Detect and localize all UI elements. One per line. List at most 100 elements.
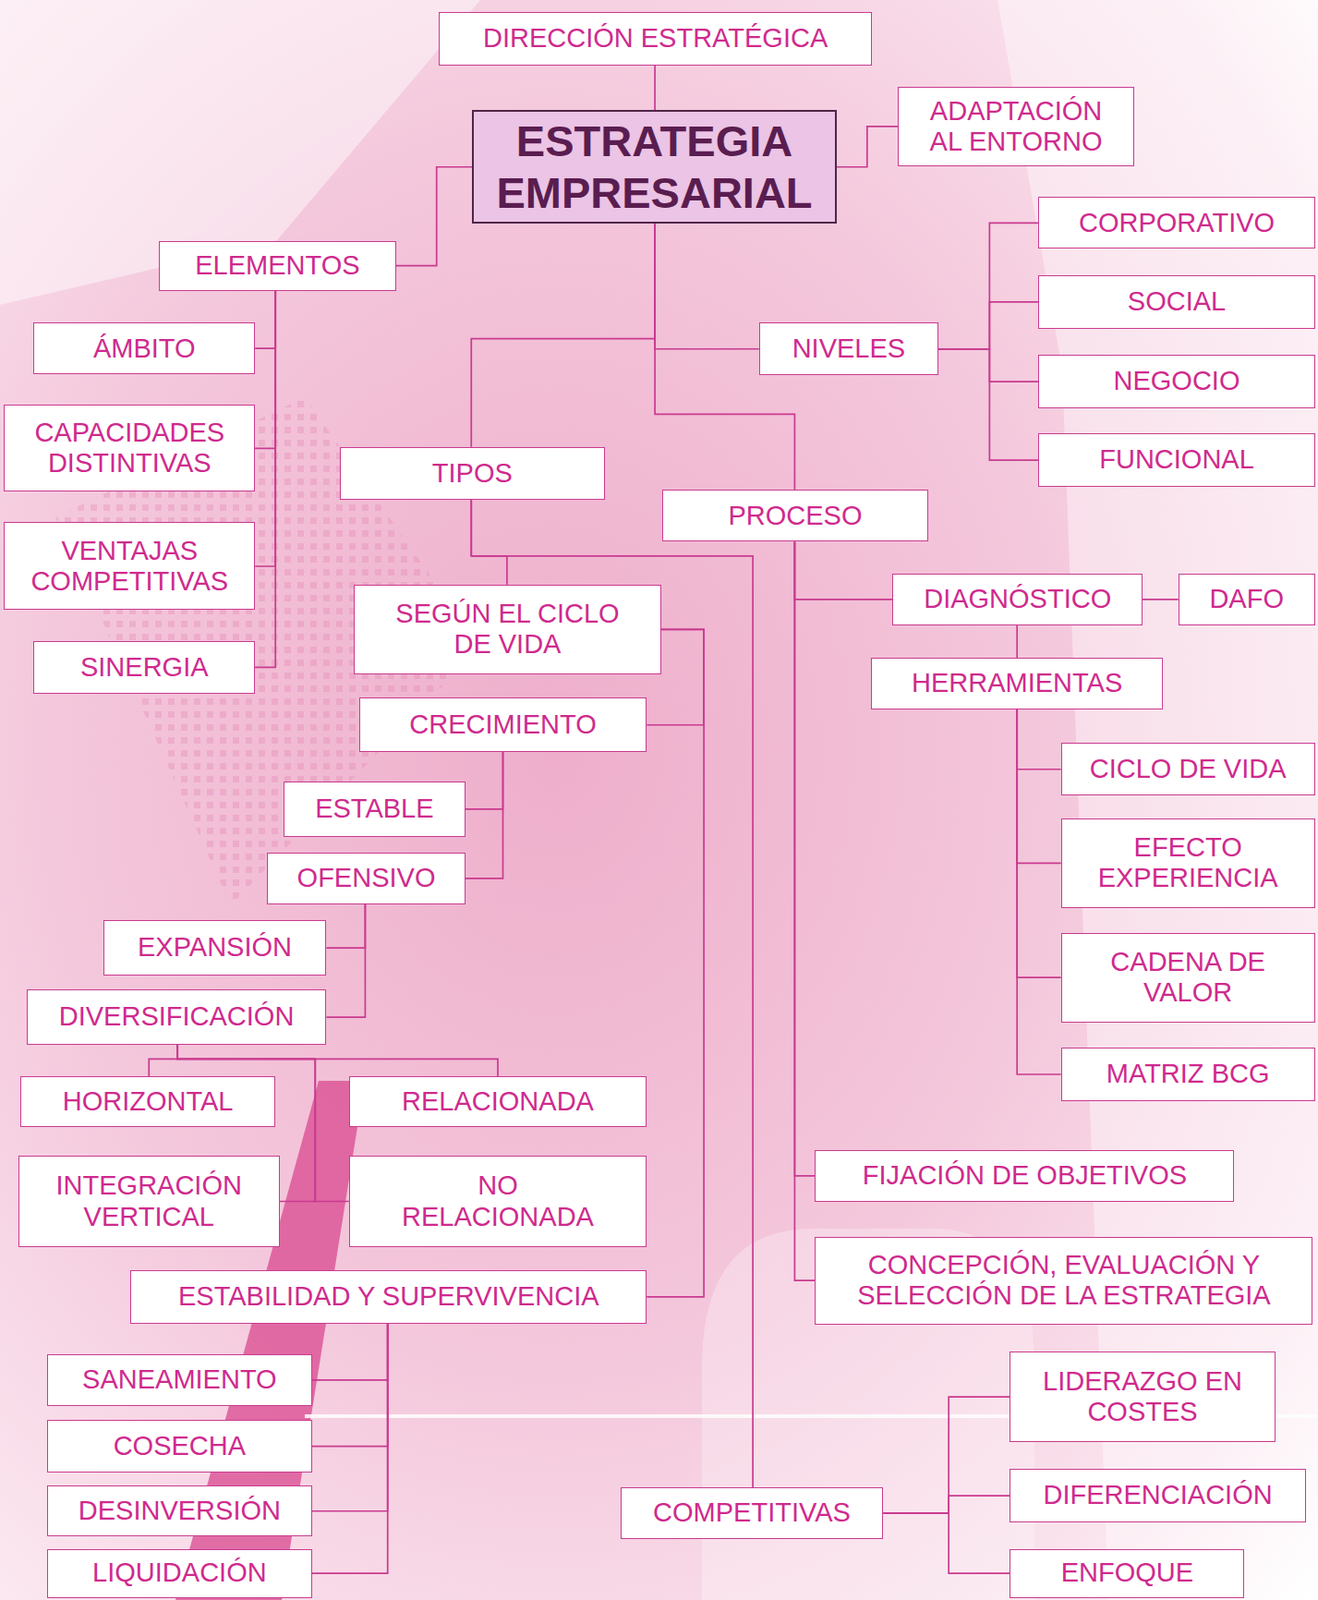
connector-line xyxy=(1016,709,1061,1075)
concept-label: CADENA DE VALOR xyxy=(1076,946,1301,1009)
connector-line xyxy=(1016,709,1061,770)
connector-line xyxy=(882,1512,1010,1573)
connector-line xyxy=(254,290,276,567)
connector-line xyxy=(471,499,508,585)
concept-label: DIVERSIFICACIÓN xyxy=(59,1001,295,1032)
connector-line xyxy=(882,1396,1010,1513)
concept-label: SANEAMIENTO xyxy=(82,1364,278,1395)
concept-box: HERRAMIENTAS xyxy=(870,657,1163,709)
concept-label: DIFERENCIACIÓN xyxy=(1043,1479,1273,1511)
concept-label: DESINVERSIÓN xyxy=(78,1495,281,1526)
connector-line xyxy=(794,541,815,1281)
connector-line xyxy=(1016,709,1061,864)
concept-label: EFECTO EXPERIENCIA xyxy=(1070,832,1306,895)
concept-box: SINERGIA xyxy=(33,640,255,694)
concept-box: COMPETITIVAS xyxy=(620,1487,884,1538)
connector-line xyxy=(882,1495,1010,1513)
concept-box: SOCIAL xyxy=(1038,275,1315,328)
connector-line xyxy=(471,223,655,448)
connector-line xyxy=(794,541,815,1175)
concept-box: PROCESO xyxy=(662,489,929,542)
concept-box: FIJACIÓN DE OBJETIVOS xyxy=(814,1149,1234,1202)
concept-label: DAFO xyxy=(1209,583,1284,615)
connector-line xyxy=(396,167,473,267)
connector-line xyxy=(938,302,1039,350)
connector-line xyxy=(326,904,365,948)
concept-box: EFECTO EXPERIENCIA xyxy=(1061,818,1316,908)
concept-box: VENTAJAS COMPETITIVAS xyxy=(3,521,255,610)
connector-line xyxy=(938,349,1039,460)
concept-box: NO RELACIONADA xyxy=(349,1155,648,1246)
concept-label: NEGOCIO xyxy=(1113,365,1241,397)
concept-label: CONCEPCIÓN, EVALUACIÓN Y SELECCIÓN DE LA… xyxy=(823,1249,1304,1312)
concept-box: EXPANSIÓN xyxy=(103,919,327,976)
concept-label: HORIZONTAL xyxy=(62,1086,234,1117)
concept-label: CICLO DE VIDA xyxy=(1089,753,1287,785)
concept-box: OFENSIVO xyxy=(266,852,465,904)
concept-label: LIDERAZGO EN COSTES xyxy=(1018,1366,1266,1428)
concept-label: PROCESO xyxy=(727,500,862,532)
concept-box: RELACIONADA xyxy=(349,1076,648,1127)
concept-box: NIVELES xyxy=(759,322,939,375)
concept-label: COMPETITIVAS xyxy=(652,1497,851,1528)
concept-label: FIJACIÓN DE OBJETIVOS xyxy=(862,1160,1187,1191)
concept-box: DIVERSIFICACIÓN xyxy=(26,989,327,1045)
concept-box: ENFOQUE xyxy=(1009,1548,1245,1598)
concept-label: VENTAJAS COMPETITIVAS xyxy=(12,535,246,598)
concept-box: ADAPTACIÓN AL ENTORNO xyxy=(897,86,1135,167)
concept-box: ÁMBITO xyxy=(33,322,255,375)
concept-label: COSECHA xyxy=(113,1430,246,1462)
concept-box: ESTABLE xyxy=(283,781,466,837)
concept-label: LIQUIDACIÓN xyxy=(92,1557,267,1588)
connector-line xyxy=(938,222,1039,349)
connector-line xyxy=(465,751,504,879)
connector-line xyxy=(312,1323,388,1512)
connector-line xyxy=(1015,625,1018,658)
concept-label: SEGÚN EL CICLO DE VIDA xyxy=(379,598,635,661)
concept-box: DIFERENCIACIÓN xyxy=(1009,1468,1306,1522)
concept-box: ELEMENTOS xyxy=(158,241,396,291)
concept-box: HORIZONTAL xyxy=(20,1076,276,1127)
concept-label: ÁMBITO xyxy=(93,333,196,364)
connector-line xyxy=(312,1323,388,1447)
connector-line xyxy=(254,290,276,349)
connector-line xyxy=(654,223,760,350)
concept-label: RELACIONADA xyxy=(401,1086,594,1117)
concept-box: MATRIZ BCG xyxy=(1061,1047,1316,1101)
connector-line xyxy=(148,1044,178,1077)
concept-label: INTEGRACIÓN VERTICAL xyxy=(27,1170,271,1233)
concept-label: ESTRATEGIA EMPRESARIAL xyxy=(482,115,826,218)
concept-box: CADENA DE VALOR xyxy=(1061,932,1316,1023)
concept-label: ENFOQUE xyxy=(1061,1557,1194,1588)
concept-label: DIAGNÓSTICO xyxy=(923,583,1112,615)
concept-label: ESTABILIDAD Y SUPERVIVENCIA xyxy=(178,1281,600,1312)
concept-box: DIAGNÓSTICO xyxy=(892,573,1143,626)
concept-box: CAPACIDADES DISTINTIVAS xyxy=(3,404,255,492)
connector-line xyxy=(794,541,893,599)
connector-line xyxy=(836,126,898,168)
concept-box: SEGÚN EL CICLO DE VIDA xyxy=(353,584,661,675)
building-shape xyxy=(997,0,1318,1600)
concept-label: HERRAMIENTAS xyxy=(911,667,1123,699)
concept-label: ELEMENTOS xyxy=(194,250,360,281)
concept-label: CORPORATIVO xyxy=(1078,207,1275,239)
concept-box: LIDERAZGO EN COSTES xyxy=(1009,1351,1275,1441)
concept-box: FUNCIONAL xyxy=(1038,433,1315,486)
concept-box: COSECHA xyxy=(47,1419,313,1472)
connector-line xyxy=(254,290,276,668)
connector-line xyxy=(312,1323,388,1380)
concept-label: ESTABLE xyxy=(314,793,434,824)
connector-line xyxy=(177,1044,498,1077)
concept-box: CONCEPCIÓN, EVALUACIÓN Y SELECCIÓN DE LA… xyxy=(814,1236,1313,1325)
connector-line xyxy=(646,628,704,1296)
concept-label: CAPACIDADES DISTINTIVAS xyxy=(12,417,246,480)
main-concept-box: ESTRATEGIA EMPRESARIAL xyxy=(471,109,836,224)
connector-line xyxy=(326,904,365,1018)
concept-label: DIRECCIÓN ESTRATÉGICA xyxy=(483,23,828,54)
concept-box: TIPOS xyxy=(339,447,605,500)
light-corner xyxy=(0,0,481,305)
concept-label: ADAPTACIÓN AL ENTORNO xyxy=(914,96,1119,158)
concept-box: CICLO DE VIDA xyxy=(1061,742,1316,796)
connector-line xyxy=(254,290,276,449)
